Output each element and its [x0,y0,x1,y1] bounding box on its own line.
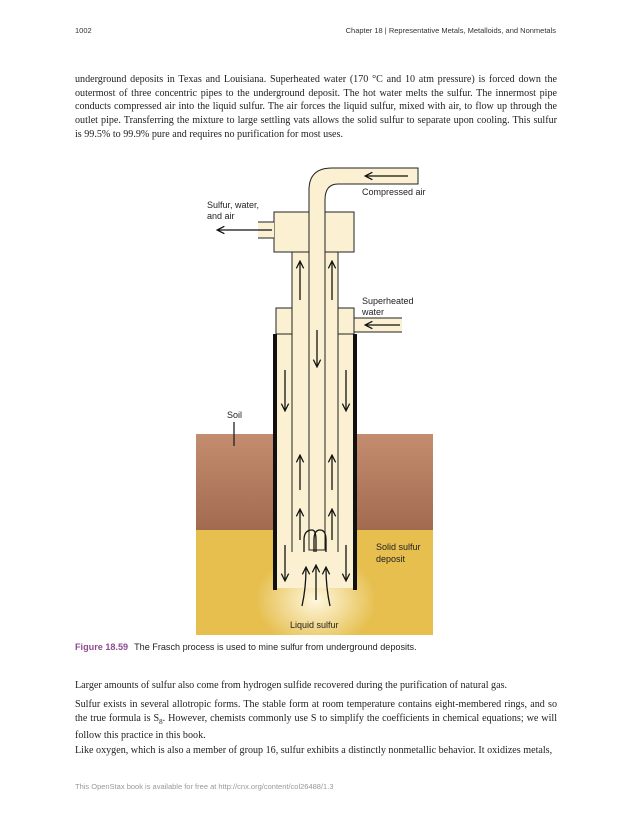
paragraph-frasch-description: underground deposits in Texas and Louisi… [75,74,557,140]
outer-casing-right [353,334,357,590]
label-liquid-sulfur: Liquid sulfur [290,620,339,630]
paragraph-allotropes: Sulfur exists in several allotropic form… [75,698,557,743]
label-soil: Soil [227,410,242,420]
caption-text: The Frasch process is used to mine sulfu… [134,642,417,652]
label-superheated-2: water [361,307,384,317]
page-number: 1002 [75,26,92,35]
label-superheated-1: Superheated [362,296,414,306]
footer-link[interactable]: This OpenStax book is available for free… [75,782,334,791]
paragraph-group16: Like oxygen, which is also a member of g… [75,745,553,756]
label-solid-sulfur-1: Solid sulfur [376,542,421,552]
frasch-process-diagram: Compressed air Sulfur, water, and air Su… [196,167,433,640]
inner-air-pipe [308,167,419,551]
label-compressed-air: Compressed air [362,187,426,197]
allotropes-text-a: Sulfur exists in several allotropic form… [75,699,557,724]
figure-number: Figure 18.59 [75,642,129,652]
paragraph-hydrogen-sulfide: Larger amounts of sulfur also come from … [75,680,508,691]
chapter-title: Chapter 18 | Representative Metals, Meta… [345,26,556,35]
allotropes-text-b: . However, chemists commonly use S to si… [75,712,557,742]
s8-subscript: 8 [159,717,163,726]
outer-casing-left [273,334,277,590]
label-solid-sulfur-2: deposit [376,554,406,564]
label-sulfur-water-air-1: Sulfur, water, [207,200,259,210]
label-sulfur-water-air-2: and air [207,211,235,221]
flow-arrows [218,176,408,607]
figure-caption: Figure 18.59 The Frasch process is used t… [75,642,557,652]
